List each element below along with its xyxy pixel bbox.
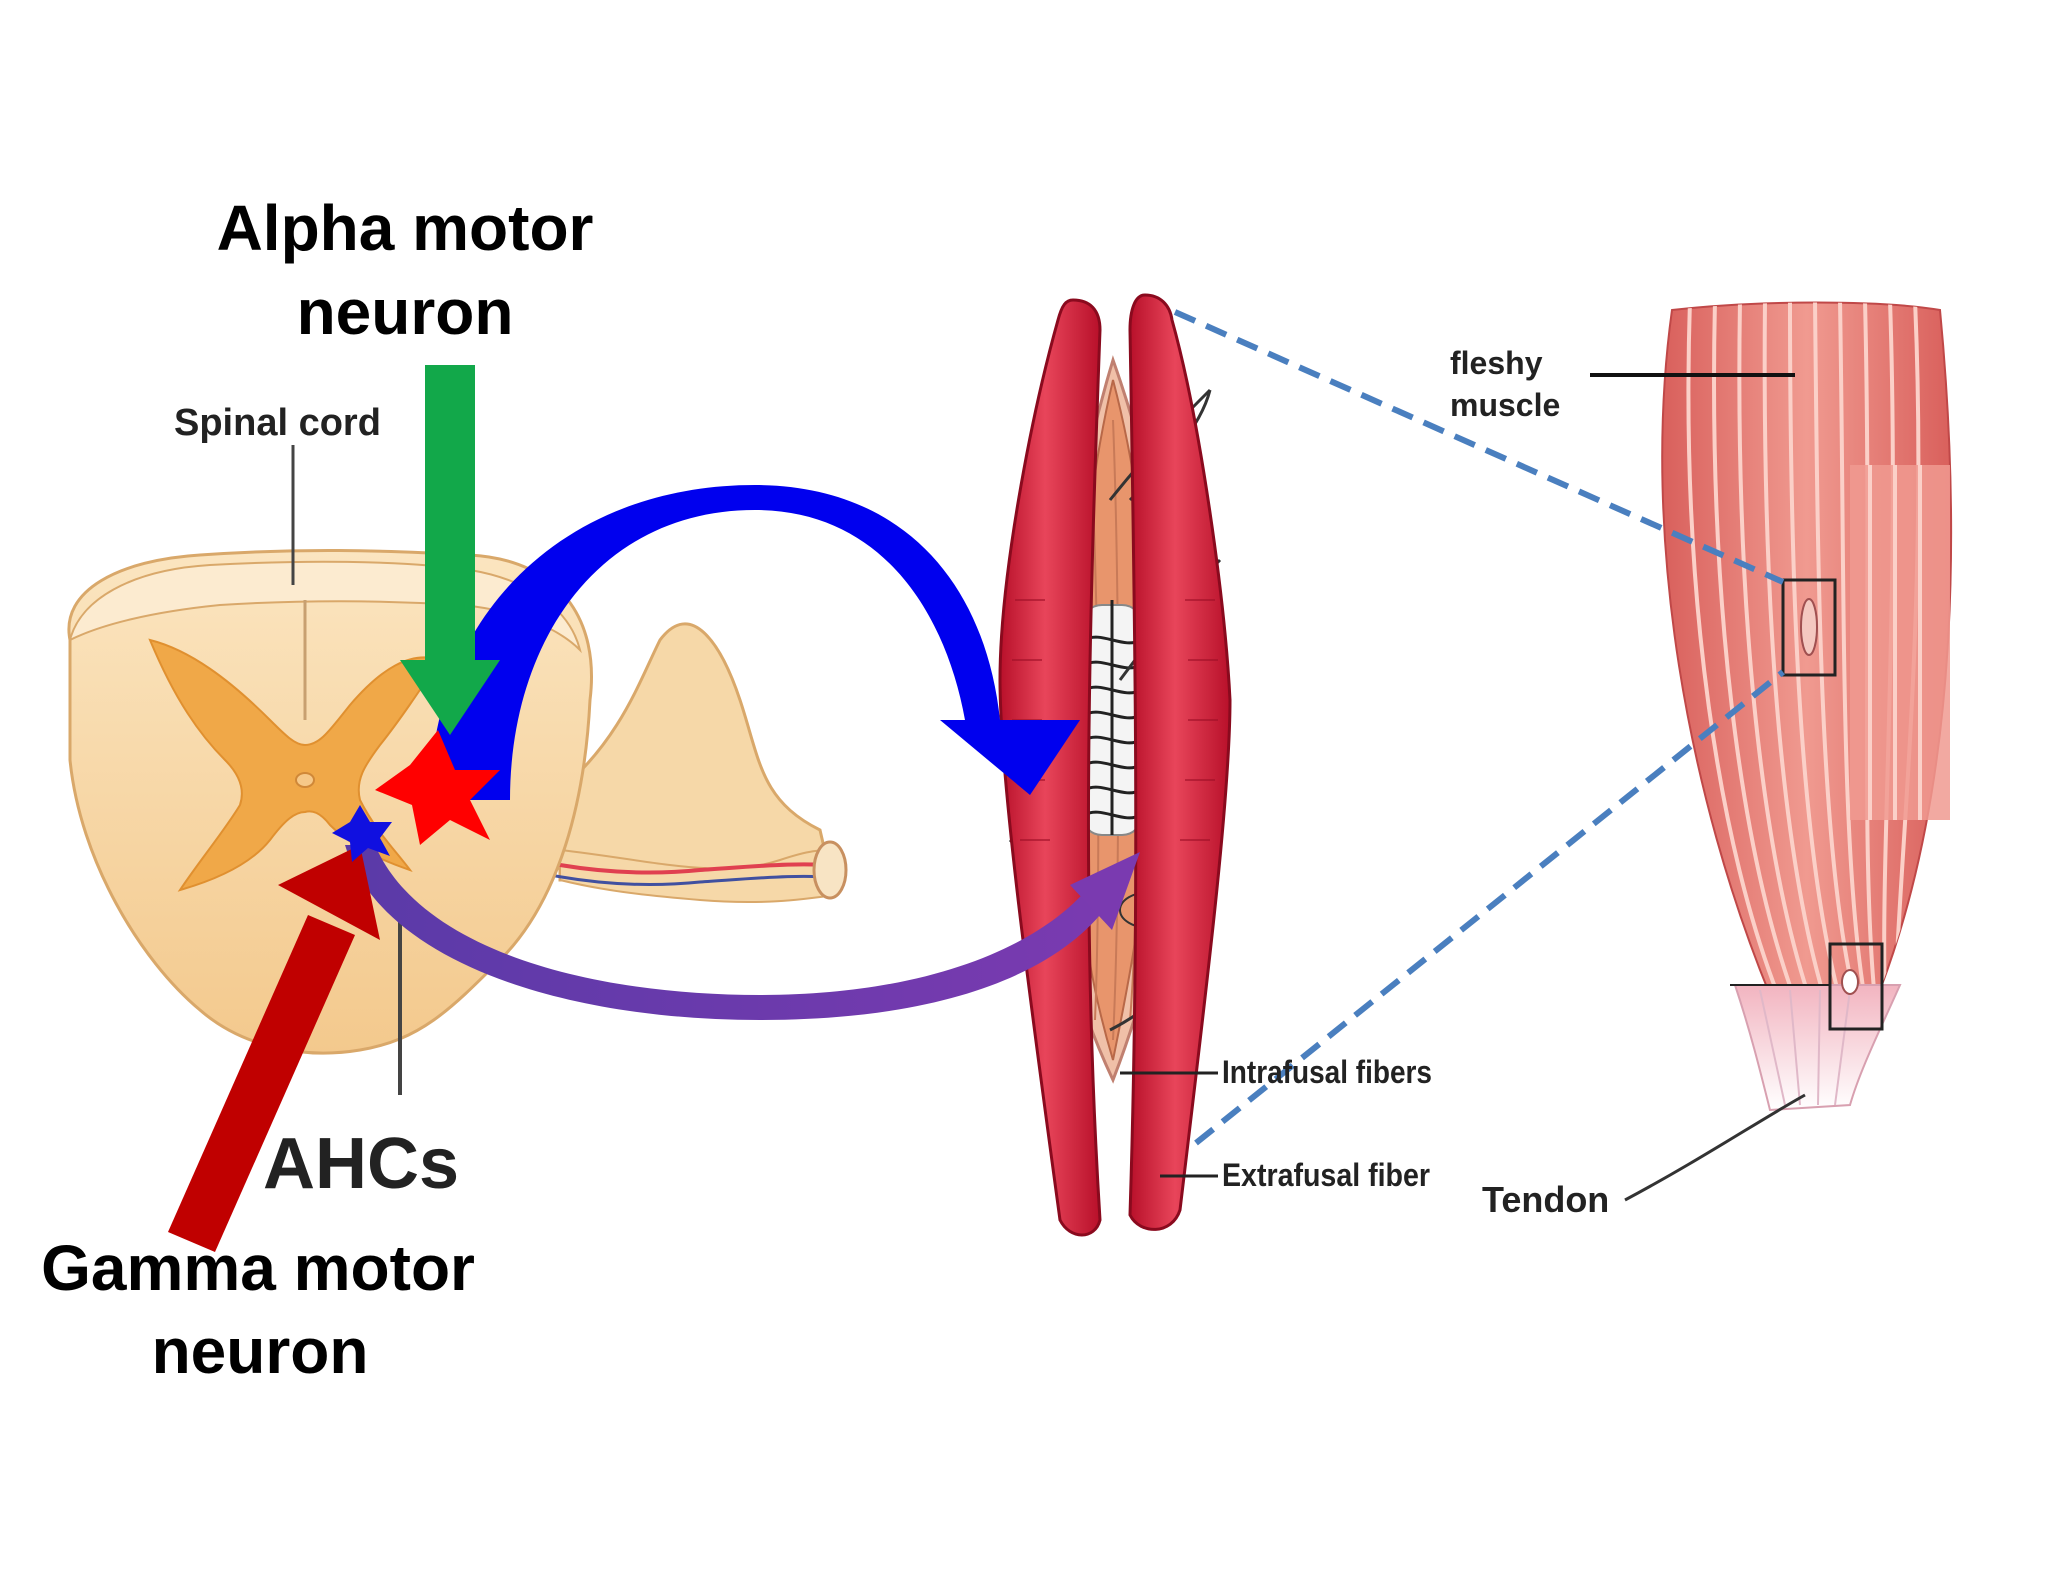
purple-arc-body [345,845,1108,1020]
extrafusal-label: Extrafusal fiber [1222,1157,1430,1193]
ahcs-label: AHCs [263,1124,459,1204]
tendon-pointer [1624,1093,1806,1202]
nerve-cut-end [812,840,848,900]
golgi-organ [1841,969,1859,995]
gamma-label-line1: Gamma motor [41,1232,475,1304]
spinal-cord-label: Spinal cord [174,402,381,444]
alpha-neuron-star [375,730,500,845]
gamma-neuron-star [332,805,392,862]
blue-arc-body [430,485,1000,800]
zoom-lines [1173,309,1785,1146]
gamma-label-line2: neuron [152,1315,369,1387]
tendon [1733,984,1902,1112]
whole-muscle-illustration [1590,301,1953,1202]
spindle-box [1781,578,1837,677]
tendon-label: Tendon [1482,1179,1609,1220]
alpha-label-line1: Alpha motor [217,192,594,264]
extrafusal-fiber-left [998,298,1102,1237]
purple-arrowhead [1070,852,1140,930]
extrafusal-fiber-right [1128,293,1232,1231]
gamma-arrow [168,845,380,1252]
fleshy-label-line1: fleshy [1450,345,1543,381]
fleshy-label-line2: muscle [1450,387,1560,423]
gamma-pathway-arc [345,845,1140,1020]
golgi-box [1828,942,1884,1031]
tendon-strands [1759,989,1851,1106]
central-canal [295,772,315,788]
alpha-pathway-arc [430,485,1080,800]
blue-arrowhead [940,720,1080,795]
alpha-label-line2: neuron [297,276,514,348]
muscle-section-strips [1850,465,1950,820]
alpha-arrow [400,365,500,735]
spindle-in-box [1800,598,1818,656]
intrafusal-label: Intrafusal fibers [1222,1054,1432,1090]
